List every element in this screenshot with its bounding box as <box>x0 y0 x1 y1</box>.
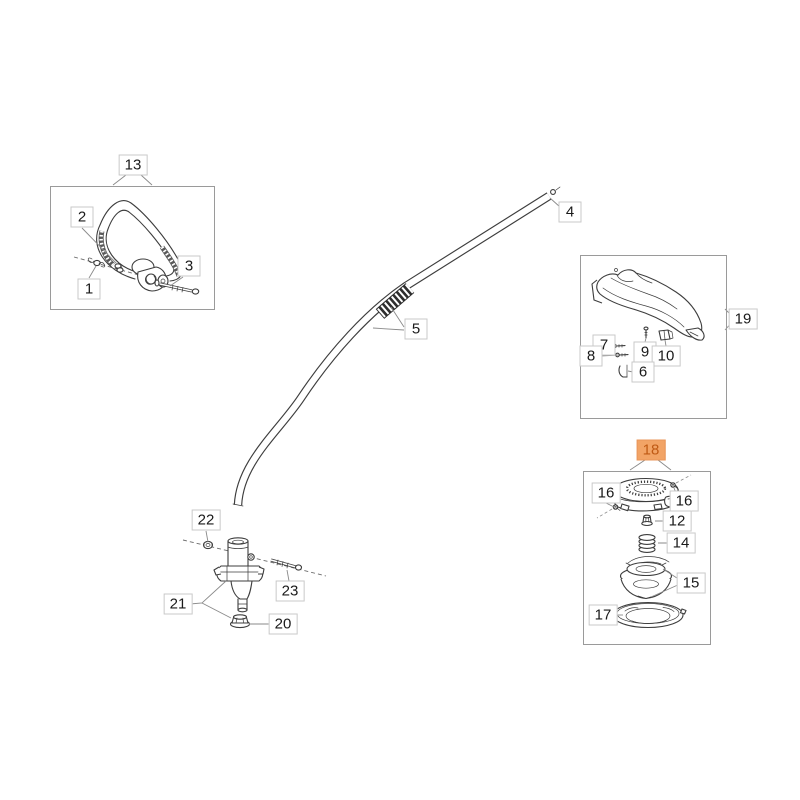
nut-22 <box>202 540 214 550</box>
callout-16-left[interactable]: 16 <box>591 482 621 504</box>
guard-clip-10 <box>658 329 674 341</box>
wing-nut <box>87 257 106 268</box>
callout-12[interactable]: 12 <box>662 510 692 532</box>
callout-16-right[interactable]: 16 <box>669 490 699 512</box>
callout-5[interactable]: 5 <box>404 318 428 340</box>
assembly-box-19 <box>580 255 727 419</box>
assembly-box-13 <box>50 186 215 310</box>
spacer-nut <box>114 263 124 273</box>
callout-14[interactable]: 14 <box>666 532 696 554</box>
guard-screw-9 <box>643 326 649 339</box>
shaft-end-bolt <box>550 189 556 195</box>
assembly-box-18 <box>583 471 711 645</box>
guard-clip-6 <box>618 364 628 378</box>
handle-bolt <box>154 279 200 295</box>
callout-1[interactable]: 1 <box>77 278 101 300</box>
callout-23[interactable]: 23 <box>275 580 305 602</box>
head-screw-16-right <box>670 482 678 489</box>
callout-19[interactable]: 19 <box>728 308 758 330</box>
callout-10[interactable]: 10 <box>651 345 681 367</box>
callout-4[interactable]: 4 <box>558 201 582 223</box>
guard-assembly-drawing <box>591 268 705 378</box>
gear-head-assembly-drawing <box>182 537 327 629</box>
callout-18-highlighted[interactable]: 18 <box>636 439 666 461</box>
head-nut-12 <box>641 514 653 527</box>
callout-2[interactable]: 2 <box>70 206 94 228</box>
callout-8[interactable]: 8 <box>579 345 603 367</box>
callout-17[interactable]: 17 <box>588 604 618 626</box>
callout-6[interactable]: 6 <box>631 361 655 383</box>
bolt-23 <box>270 558 303 571</box>
head-spring-14 <box>638 534 656 553</box>
callout-15[interactable]: 15 <box>676 572 706 594</box>
callout-22[interactable]: 22 <box>191 509 221 531</box>
callout-13[interactable]: 13 <box>118 154 148 176</box>
callout-21[interactable]: 21 <box>163 593 193 615</box>
gearbox-body <box>213 537 265 613</box>
handle-assembly-drawing <box>73 200 200 295</box>
callout-3[interactable]: 3 <box>177 255 201 277</box>
callout-20[interactable]: 20 <box>268 613 298 635</box>
flanged-nut-20 <box>229 614 251 629</box>
drive-shaft-drawing <box>232 186 561 507</box>
